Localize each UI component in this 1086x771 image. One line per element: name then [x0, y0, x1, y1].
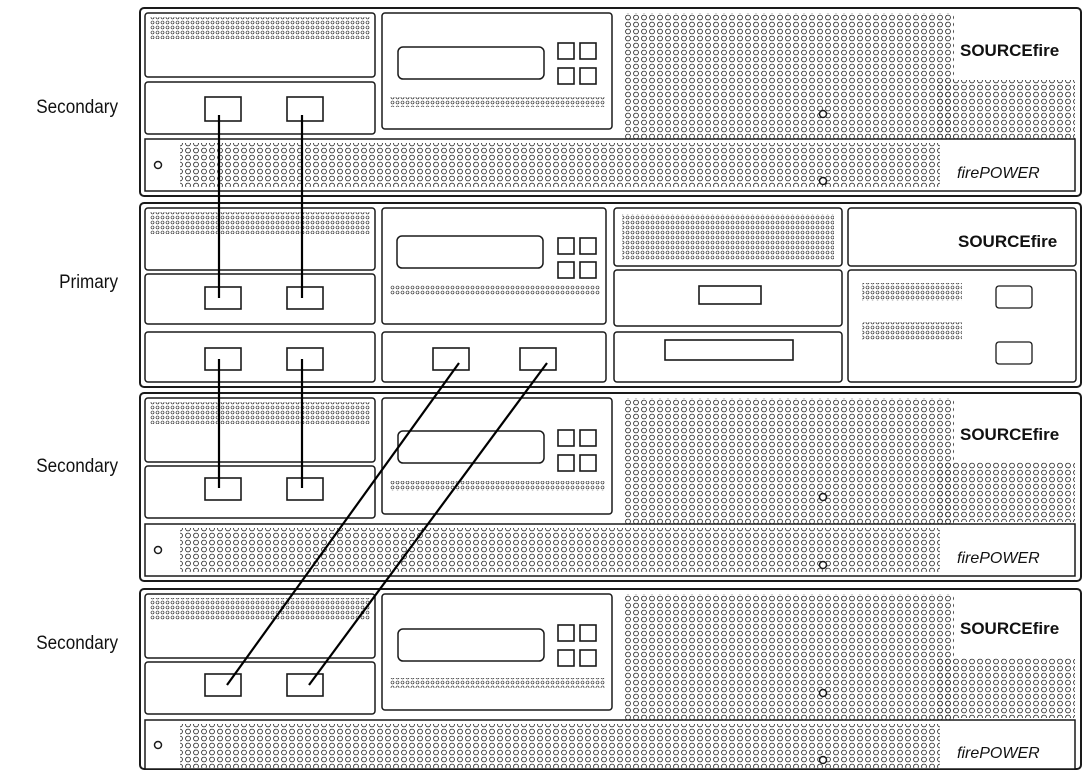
logo-sourcefire-4: SOURCEfire: [960, 619, 1059, 638]
appliance-unit-3: [140, 393, 1081, 581]
appliance-unit-4: [140, 589, 1081, 769]
logo-sourcefire-3: SOURCEfire: [960, 425, 1059, 444]
appliance-unit-1: [140, 8, 1081, 196]
logo-firepower-3: firePOWER: [957, 550, 1040, 567]
logo-firepower-4: firePOWER: [957, 745, 1040, 762]
logo-sourcefire-1: SOURCEfire: [960, 41, 1059, 60]
logo-firepower-1: firePOWER: [957, 165, 1040, 182]
logo-sourcefire-2: SOURCEfire: [958, 232, 1057, 251]
appliance-unit-2: [140, 203, 1081, 387]
